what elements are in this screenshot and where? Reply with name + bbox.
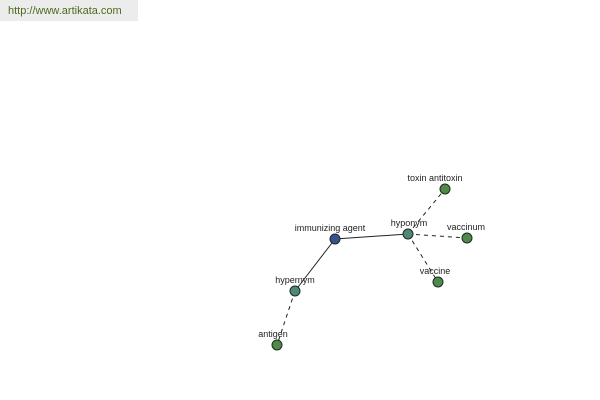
label-toxin-antitoxin: toxin antitoxin xyxy=(407,173,462,183)
edge-hyponym-toxin-antitoxin xyxy=(407,188,446,235)
label-antigen: antigen xyxy=(258,329,288,339)
label-center: immunizing agent xyxy=(295,223,366,233)
label-vaccine: vaccine xyxy=(420,266,451,276)
node-toxin-antitoxin[interactable] xyxy=(439,183,451,195)
node-hyponym[interactable] xyxy=(402,228,414,240)
label-hypernym: hypernym xyxy=(275,275,315,285)
edge-center-hypernym xyxy=(294,238,336,292)
edge-center-hyponym xyxy=(334,233,409,240)
node-center[interactable] xyxy=(329,233,341,245)
url-banner: http://www.artikata.com xyxy=(0,0,138,21)
label-vaccinum: vaccinum xyxy=(447,222,485,232)
label-hyponym: hyponym xyxy=(391,218,428,228)
node-antigen[interactable] xyxy=(271,339,283,351)
edge-hyponym-vaccinum xyxy=(407,233,468,239)
site-url-link[interactable]: http://www.artikata.com xyxy=(8,5,122,17)
node-vaccinum[interactable] xyxy=(461,232,473,244)
node-vaccine[interactable] xyxy=(432,276,444,288)
edge-hyponym-vaccine xyxy=(407,233,439,283)
node-hypernym[interactable] xyxy=(289,285,301,297)
edge-hypernym-antigen xyxy=(276,290,296,346)
